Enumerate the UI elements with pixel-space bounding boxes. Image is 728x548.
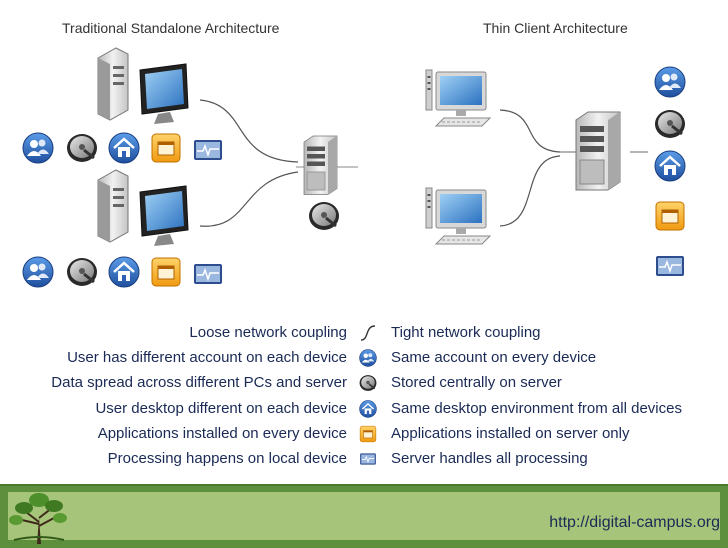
users-icon — [359, 349, 377, 367]
footer-url-link[interactable]: http://digital-campus.org — [549, 514, 720, 531]
traditional-feature: Applications installed on every device — [97, 425, 347, 442]
footer-bar: http://digital-campus.org — [0, 484, 728, 548]
title-traditional-architecture: Traditional Standalone Architecture — [62, 20, 280, 36]
thin-client-1 — [425, 69, 491, 127]
comparison-row-network-coupling: Loose network coupling Tight network cou… — [0, 324, 728, 348]
traditional-feature: Loose network coupling — [189, 324, 347, 341]
home-icon — [107, 131, 141, 165]
pc2-icon-row — [22, 255, 223, 289]
application-icon — [655, 201, 685, 231]
thin-client-feature: Same account on every device — [391, 349, 597, 366]
users-icon — [654, 66, 686, 98]
users-icon — [22, 132, 54, 164]
application-icon — [151, 257, 181, 287]
network-cable-client1 — [499, 109, 561, 153]
application-icon — [151, 133, 181, 163]
thin-client-feature: Tight network coupling — [391, 324, 541, 341]
footer-panel — [8, 492, 720, 540]
title-thin-client-architecture: Thin Client Architecture — [483, 20, 628, 36]
comparison-row-desktop: User desktop different on each device Sa… — [0, 400, 728, 424]
home-icon — [359, 400, 377, 418]
network-cable-pc1 — [199, 99, 299, 163]
monitor-pulse-icon — [359, 452, 377, 466]
comparison-row-accounts: User has different account on each devic… — [0, 349, 728, 373]
standalone-server — [303, 135, 338, 195]
application-icon — [359, 425, 377, 443]
thin-client-feature: Applications installed on server only — [391, 425, 630, 442]
pc1-icon-row — [22, 131, 223, 165]
hard-drive-icon — [65, 256, 99, 288]
thin-client-feature: Same desktop environment from all device… — [391, 400, 682, 417]
tree-logo-icon — [9, 493, 67, 544]
hard-drive-icon — [359, 374, 377, 392]
network-coupling-icon — [360, 325, 376, 341]
hard-drive-icon — [653, 108, 687, 140]
traditional-feature: User desktop different on each device — [95, 400, 347, 417]
monitor-pulse-icon — [193, 263, 223, 285]
comparison-row-data: Data spread across different PCs and ser… — [0, 374, 728, 398]
standalone-pc-1 — [97, 47, 189, 125]
thin-client-feature: Server handles all processing — [391, 450, 588, 467]
traditional-feature: Processing happens on local device — [107, 450, 347, 467]
home-icon — [107, 255, 141, 289]
architecture-diagram — [22, 47, 687, 289]
standalone-pc-2 — [97, 169, 189, 247]
network-cable-client2 — [499, 155, 561, 227]
users-icon — [22, 256, 54, 288]
thin-client-server — [575, 111, 621, 191]
comparison-row-processing: Processing happens on local device Serve… — [0, 450, 728, 474]
traditional-feature: Data spread across different PCs and ser… — [51, 374, 347, 391]
monitor-pulse-icon — [655, 255, 685, 277]
network-cable-pc2 — [199, 171, 299, 227]
server-disk-icon — [307, 200, 341, 232]
home-icon — [653, 149, 687, 183]
comparison-row-applications: Applications installed on every device A… — [0, 425, 728, 449]
server-icon-column — [653, 66, 687, 277]
traditional-feature: User has different account on each devic… — [67, 349, 347, 366]
hard-drive-icon — [65, 132, 99, 164]
monitor-pulse-icon — [193, 139, 223, 161]
thin-client-2 — [425, 187, 491, 245]
thin-client-feature: Stored centrally on server — [391, 374, 562, 391]
